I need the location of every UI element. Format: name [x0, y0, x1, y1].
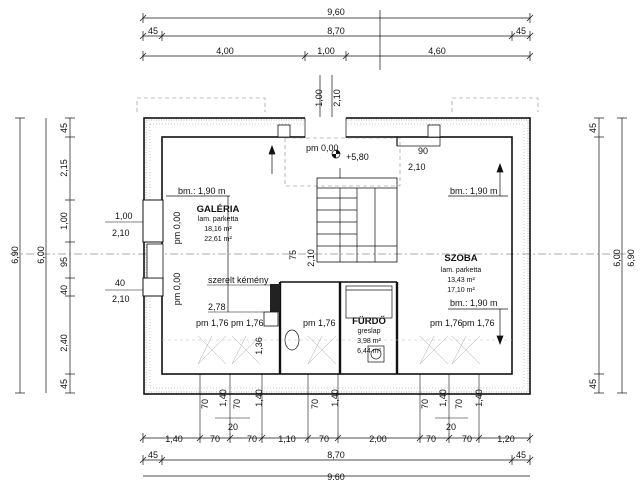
top-dimensions: 9,60 45 8,70 45 4,00 1,00 4,60 1,00 2,10	[139, 7, 534, 118]
bottom-20a: 20	[228, 422, 238, 432]
pm176-d: pm 1,76	[430, 318, 463, 328]
dim-bottom-s6: 2,00	[369, 434, 387, 444]
room-galeria-floor: lam. parketta	[198, 216, 239, 223]
bottom-70b: 70	[232, 399, 242, 409]
dim-136: 1,36	[254, 337, 264, 355]
level-label: +5,80	[346, 152, 369, 162]
bathroom-fixtures	[284, 285, 393, 363]
dim-right-b: 45	[588, 379, 598, 389]
dim-bottom-s1: 1,40	[165, 434, 183, 444]
pm176-a: pm 1,76	[196, 318, 229, 328]
dim-left-e: 40	[59, 285, 69, 295]
bm-arrows	[166, 145, 508, 345]
room-labels: GALÉRIA lam. parketta 18,16 m² 22,61 m² …	[112, 143, 498, 432]
dim-left-b: 2,15	[59, 159, 69, 177]
bottom-70a: 70	[200, 399, 210, 409]
dim-210-vertical: 2,10	[306, 249, 316, 267]
room-szoba-name: SZOBA	[444, 253, 477, 264]
dim-278: 2,78	[208, 302, 226, 312]
dim-left-g: 45	[59, 379, 69, 389]
bottom-20b: 20	[446, 422, 456, 432]
dim-right-a: 45	[588, 123, 598, 133]
bottom-140a: 1,40	[218, 389, 228, 407]
dim-left-overall: 6,90	[10, 246, 20, 264]
room-szoba-floor: lam. parketta	[441, 267, 482, 274]
door-90: 90	[418, 146, 428, 156]
room-furdo-name: FÜRDŐ	[352, 315, 386, 327]
room-furdo-area1: 3,98 m²	[357, 338, 381, 345]
bm-right1-label: bm.: 1,90 m	[450, 186, 498, 196]
dim-top-seg1: 4,00	[216, 46, 234, 56]
staircase	[316, 168, 398, 263]
dim-left-c: 1,00	[59, 212, 69, 230]
dim-left-d: 95	[59, 257, 69, 267]
bottom-140b: 1,40	[254, 389, 264, 407]
pm-left2-label: pm 0,00	[172, 273, 182, 306]
dim-bottom-s9: 1,20	[497, 434, 515, 444]
bottom-140d: 1,40	[438, 389, 448, 407]
dim-left-a: 45	[59, 123, 69, 133]
dim-inner-top: 8,70	[327, 26, 345, 36]
bottom-70e: 70	[454, 399, 464, 409]
dim-top-seg2: 1,00	[317, 46, 335, 56]
bottom-70d: 70	[420, 399, 430, 409]
dim-75: 75	[288, 250, 298, 260]
win-left2-h: 2,10	[112, 294, 130, 304]
window-lines	[199, 374, 480, 433]
dim-left-f: 2,40	[59, 334, 69, 352]
bottom-140c: 1,40	[330, 389, 340, 407]
pm176-c: pm 1,76	[303, 318, 336, 328]
dim-top-left-wall: 45	[148, 26, 158, 36]
dim-inner-bottom: 8,70	[327, 450, 345, 460]
dim-right-inner: 6,00	[612, 249, 622, 267]
pm-top-label: pm 0,00	[306, 143, 339, 153]
right-dimensions: 45 45 6,00 6,90	[588, 117, 636, 394]
win-left1-h: 2,10	[112, 228, 130, 238]
dim-top-seg3: 4,60	[428, 46, 446, 56]
room-galeria-name: GALÉRIA	[197, 204, 240, 215]
door-210: 2,10	[408, 162, 426, 172]
room-galeria-area2: 22,61 m²	[204, 236, 232, 243]
dim-right-overall: 6,90	[626, 249, 636, 267]
win-left1-w: 1,00	[115, 211, 133, 221]
bm-left-label: bm.: 1,90 m	[178, 186, 226, 196]
dim-bottom-s4: 1,10	[278, 434, 296, 444]
dim-overall-bottom: 9,60	[327, 472, 345, 480]
room-furdo-area2: 6,44 m²	[357, 348, 381, 355]
roof-outline	[136, 97, 539, 187]
room-szoba-area1: 13,43 m²	[447, 277, 475, 284]
win-left2-w: 40	[115, 278, 125, 288]
dim-bottom-s8: 70	[462, 434, 472, 444]
bottom-dimensions: 1,40 70 70 1,10 70 2,00 70 70 1,20 45 8,…	[139, 433, 534, 480]
dim-opening-height: 2,10	[332, 89, 342, 107]
roof-windows	[162, 335, 512, 365]
dim-bottom-s3: 70	[247, 434, 257, 444]
dim-opening-width: 1,00	[314, 89, 324, 107]
exterior-walls	[142, 117, 531, 395]
interior-walls	[278, 137, 441, 374]
pm176-b: pm 1,76	[231, 318, 264, 328]
left-dimensions: 6,90 6,00 45 2,15 1,00 95 40 2,40 45	[10, 117, 75, 394]
dim-overall-top: 9,60	[327, 7, 345, 17]
dim-bottom-s5: 70	[319, 434, 329, 444]
room-galeria-area1: 18,16 m²	[204, 226, 232, 233]
bottom-140e: 1,40	[474, 389, 484, 407]
dim-bottom-s7: 70	[426, 434, 436, 444]
pm-left1-label: pm 0,00	[172, 212, 182, 245]
dim-left-inner: 6,00	[36, 246, 46, 264]
chimney	[263, 284, 280, 327]
dim-bottom-left-wall: 45	[148, 450, 158, 460]
bm-right2-label: bm.: 1,90 m	[450, 298, 498, 308]
dim-bottom-s2: 70	[210, 434, 220, 444]
window-leaders	[105, 221, 270, 313]
pm176-e: pm 1,76	[462, 318, 495, 328]
room-furdo-floor: greslap	[358, 328, 381, 335]
dim-bottom-right-wall: 45	[516, 450, 526, 460]
level-marker	[331, 149, 341, 159]
chimney-label: szerelt kémény	[208, 275, 269, 285]
dim-top-right-wall: 45	[516, 26, 526, 36]
room-szoba-area2: 17,10 m²	[447, 287, 475, 294]
bottom-70c: 70	[310, 399, 320, 409]
